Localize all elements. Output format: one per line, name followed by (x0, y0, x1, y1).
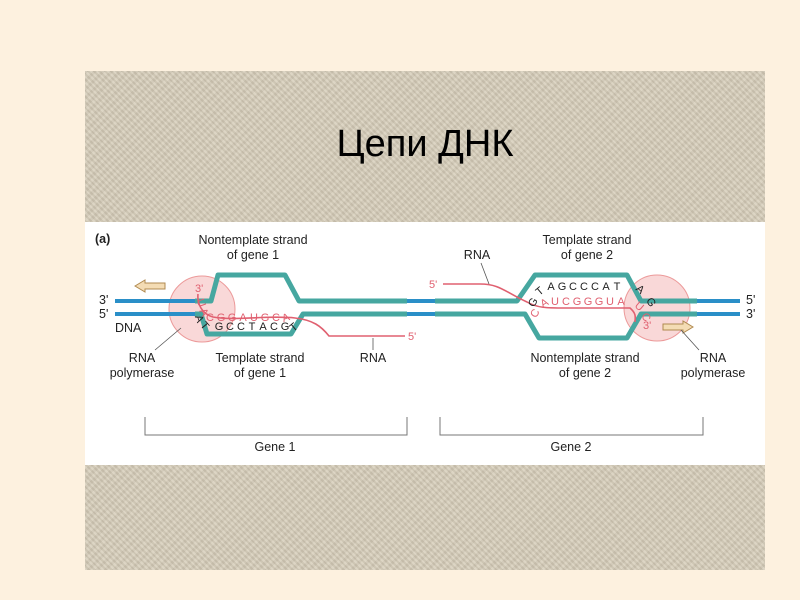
gene2-bracket (439, 417, 704, 436)
gene2-template-base-2: A (547, 281, 555, 293)
gene1-rna-base-5: A (239, 312, 247, 324)
gene1-bracket (144, 417, 408, 436)
gene2-rna-label: RNA (464, 248, 491, 262)
gene1-template-label-1: Template strand (216, 351, 305, 365)
gene2-nontemplate-label-2: of gene 2 (559, 366, 611, 380)
dna-strands (195, 272, 697, 341)
gene1-rna-base-8: C (272, 312, 280, 324)
gene1-template-base-4: C (237, 321, 245, 333)
gene2-rna-base-3: C (562, 296, 570, 308)
gene2-rna-base-5: G (584, 296, 593, 308)
gene1-template-base-2: G (215, 321, 224, 333)
gene1-rna-end: 5' (408, 331, 416, 343)
rna-strands (197, 283, 637, 337)
gene2-template-base-5: C (580, 281, 588, 293)
gene2-label: Gene 2 (550, 440, 591, 454)
gene2-template-label-2: of gene 2 (561, 248, 613, 262)
arrow-right-icon (662, 320, 694, 334)
gene2-rna-start: 5' (429, 279, 437, 291)
gene1-template-base-3: C (226, 321, 234, 333)
gene2-template-base-8: T (614, 281, 621, 293)
gene1-rna-base-4: G (228, 312, 237, 324)
direction-arrows (134, 279, 694, 334)
gene1-rna-base-7: G (261, 312, 270, 324)
gene1-rna-three-prime: 3' (195, 283, 203, 295)
gene1-rna (197, 293, 405, 337)
gene2-rna-base-8: A (617, 296, 625, 308)
gene1-nontemplate-label-1: Nontemplate strand (198, 233, 307, 247)
gene2-rna (443, 283, 637, 323)
gene2-nontemplate-strand (435, 311, 697, 341)
gene1-template-strand (195, 311, 407, 337)
gene2-template-base-6: C (591, 281, 599, 293)
gene2-nontemplate-label-1: Nontemplate strand (530, 351, 639, 365)
gene1-template-label-2: of gene 1 (234, 366, 286, 380)
slide-title: Цепи ДНК (336, 123, 514, 165)
gene2-rna-three-prime: 3' (643, 320, 651, 332)
gene2-rna-base-4: G (573, 296, 582, 308)
gene2-template-base-3: G (558, 281, 567, 293)
gene1-template-base-5: T (249, 321, 256, 333)
gene2-template-base-7: A (602, 281, 610, 293)
gene1-template-base-7: C (270, 321, 278, 333)
gene1-rna-label: RNA (360, 351, 387, 365)
gene2-polymerase-pointer (680, 329, 700, 351)
gene1-template-base-6: A (259, 321, 267, 333)
gene1-rna-base-3: G (217, 312, 226, 324)
gene1-rna-base-2: C (206, 312, 214, 324)
gene-brackets (144, 417, 704, 436)
gene1-label: Gene 1 (254, 440, 295, 454)
gene2-polymerase-label-1: RNA (700, 351, 727, 365)
gene1-rna-base-6: U (250, 312, 258, 324)
gene2-rna-base-0: C (528, 307, 542, 320)
gene1-template-base-8: G (281, 321, 290, 333)
gene2-rna-base-6: G (595, 296, 604, 308)
gene2-rna-base-2: U (551, 296, 559, 308)
gene1-polymerase-label-2: polymerase (110, 366, 175, 380)
gene1-polymerase-pointer (154, 327, 182, 351)
end-label-left-top: 3' (99, 293, 108, 307)
end-label-left-bottom: 5' (99, 307, 108, 321)
dna-lines (115, 299, 740, 316)
gene2-template-label-1: Template strand (543, 233, 632, 247)
gene2-rna-pointer (480, 262, 490, 285)
gene2-template-base-4: C (569, 281, 577, 293)
gene1-nontemplate-strand (195, 272, 407, 304)
gene1-rna-base-9: A (280, 311, 292, 325)
gene1-polymerase-label-1: RNA (129, 351, 156, 365)
gene1-rna-base-0: U (194, 297, 208, 309)
gene2-rna-base-7: U (606, 296, 614, 308)
end-label-right-top: 5' (746, 293, 755, 307)
gene2-template-base-1: T (534, 285, 547, 299)
end-label-right-bottom: 3' (746, 307, 755, 321)
dna-label: DNA (115, 321, 142, 335)
panel-label: (a) (95, 232, 110, 246)
gene1-template-base-0: A (192, 313, 206, 325)
gene2-polymerase-label-2: polymerase (681, 366, 746, 380)
gene2-template-strand (435, 272, 697, 304)
arrow-left-icon (134, 279, 166, 293)
gene1-nontemplate-label-2: of gene 1 (227, 248, 279, 262)
